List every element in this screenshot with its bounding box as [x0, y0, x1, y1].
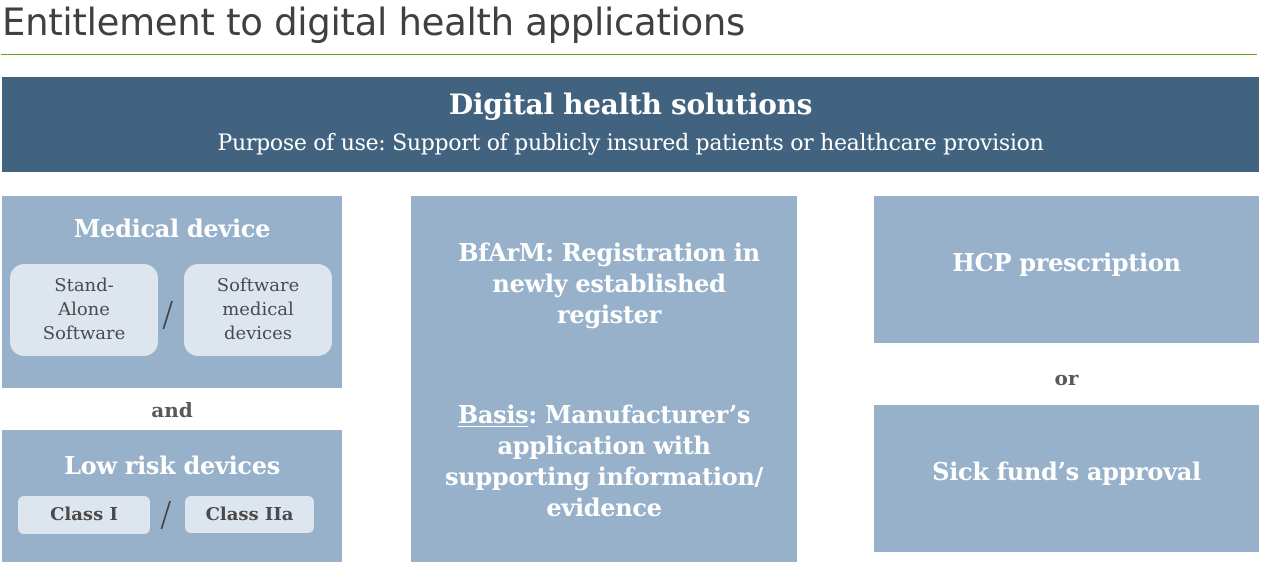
separator-slash: / [160, 495, 172, 535]
hcp-prescription-label: HCP prescription [952, 248, 1181, 277]
or-connector: or [1054, 366, 1079, 390]
pill-line: Stand- [54, 275, 114, 296]
banner-subtitle: Purpose of use: Support of publicly insu… [217, 131, 1044, 156]
registration-line: register [557, 300, 661, 329]
registration-line: BfArM: Registration in [458, 238, 760, 267]
low-risk-devices-title: Low risk devices [64, 451, 280, 480]
pill-line: Software [216, 275, 300, 296]
stand-alone-software-pill: Stand- Alone Software [10, 264, 158, 356]
basis-line-rest: : Manufacturer’s [528, 400, 751, 429]
low-risk-devices-box: Low risk devices Class I / Class IIa [2, 430, 342, 562]
sick-fund-approval-label: Sick fund’s approval [932, 457, 1201, 486]
digital-health-solutions-banner: Digital health solutions Purpose of use:… [2, 77, 1259, 172]
pill-line: medical [222, 299, 294, 320]
basis-line: supporting information/ [445, 462, 763, 491]
basis-line: evidence [546, 493, 662, 522]
basis-line: application with [497, 431, 711, 460]
and-connector: and [151, 398, 193, 422]
pill-line: Alone [58, 299, 110, 320]
basis-label: Basis [457, 400, 529, 429]
registration-text: BfArM: Registration in newly established… [411, 237, 797, 330]
medical-device-title: Medical device [73, 214, 271, 243]
basis-first-line: Basis: Manufacturer’s [411, 399, 797, 430]
separator-slash: / [162, 295, 174, 335]
pill-line: devices [223, 323, 293, 344]
hcp-prescription-box: HCP prescription [874, 196, 1259, 343]
medical-device-box: Medical device Stand- Alone Software / S… [2, 196, 342, 388]
class-i-pill: Class I [18, 496, 150, 534]
registration-line: newly established [492, 269, 726, 298]
bfarm-registration-box: BfArM: Registration in newly established… [411, 196, 797, 562]
basis-text: Basis: Manufacturer’s application with s… [411, 399, 797, 523]
pill-line: Software [42, 323, 126, 344]
software-medical-devices-pill: Software medical devices [184, 264, 332, 356]
sick-fund-approval-box: Sick fund’s approval [874, 405, 1259, 552]
page-title: Entitlement to digital health applicatio… [2, 1, 746, 44]
banner-title: Digital health solutions [448, 88, 813, 121]
class-iia-pill: Class IIa [185, 496, 314, 533]
title-divider [1, 54, 1257, 55]
